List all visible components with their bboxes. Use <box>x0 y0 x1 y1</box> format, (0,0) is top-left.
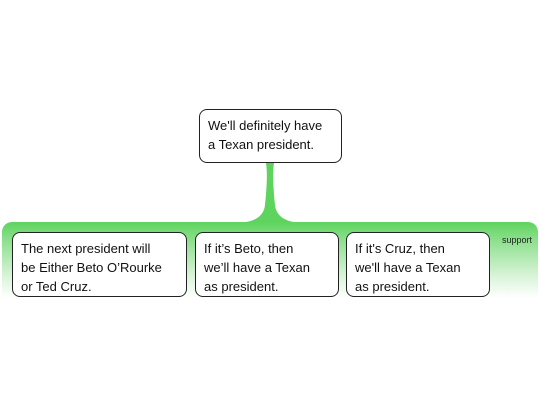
premise-text-line: we’ll have a Texan <box>204 260 310 275</box>
premise-text-line: The next president will <box>21 241 151 256</box>
claim-text-line: We'll definitely have <box>208 118 323 133</box>
premise-text-line: as president. <box>355 279 430 294</box>
premise-node[interactable]: If it’s Beto, then we’ll have a Texan as… <box>195 232 339 297</box>
premise-text-line: If it’s Beto, then <box>204 241 294 256</box>
premise-node[interactable]: If it's Cruz, then we'll have a Texan as… <box>346 232 490 297</box>
premise-text-line: we'll have a Texan <box>355 260 461 275</box>
premise-text-line: or Ted Cruz. <box>21 279 92 294</box>
premise-text-line: be Either Beto O’Rourke <box>21 260 162 275</box>
claim-node[interactable]: We'll definitely have a Texan president. <box>199 109 342 163</box>
claim-text-line: a Texan president. <box>208 137 314 152</box>
premise-text-line: as president. <box>204 279 279 294</box>
premise-node[interactable]: The next president will be Either Beto O… <box>12 232 187 297</box>
premise-text-line: If it's Cruz, then <box>355 241 445 256</box>
support-label: support <box>501 235 532 245</box>
connector-stem <box>246 163 294 222</box>
